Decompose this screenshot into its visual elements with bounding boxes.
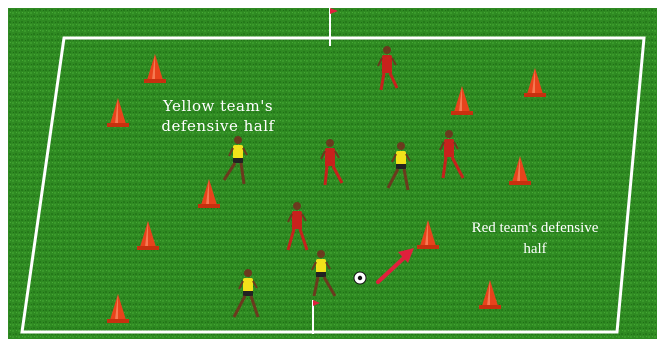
red-label-line2: half	[450, 239, 620, 260]
yellow-defensive-half-label: Yellow team's defensive half	[138, 96, 298, 136]
yellow-label-line2: defensive half	[138, 116, 298, 136]
red-defensive-half-label: Red team's defensive half	[450, 218, 620, 260]
red-label-line1: Red team's defensive	[450, 218, 620, 239]
yellow-label-line1: Yellow team's	[138, 96, 298, 116]
soccer-ball-icon	[354, 272, 366, 284]
